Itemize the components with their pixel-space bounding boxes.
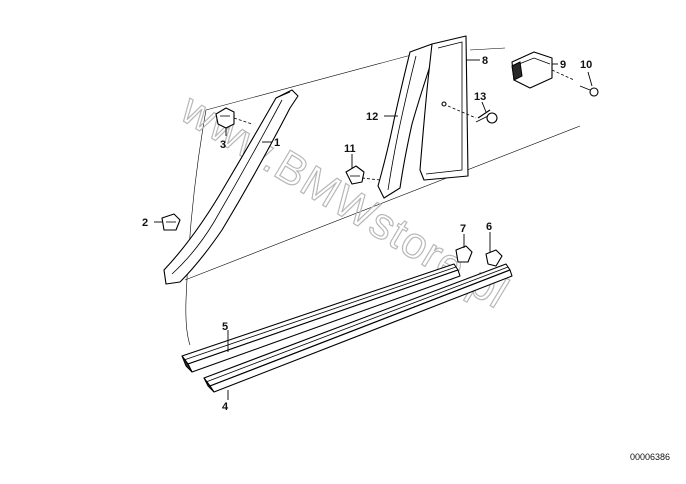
sill-strip-4 <box>203 263 513 393</box>
callout-1: 1 <box>274 137 280 149</box>
a-pillar-trim <box>163 89 299 285</box>
clip-2 <box>161 213 181 231</box>
callout-7: 7 <box>460 223 466 235</box>
leader-lines <box>154 59 593 400</box>
sill-strip-5 <box>181 263 461 373</box>
callout-4: 4 <box>222 401 229 413</box>
callout-6: 6 <box>486 221 492 233</box>
callout-3: 3 <box>220 139 226 151</box>
callout-11: 11 <box>344 143 356 155</box>
b-pillar-trim-front <box>377 43 435 199</box>
diagram-reference-code: 00006386 <box>630 452 670 462</box>
callout-8: 8 <box>482 55 488 67</box>
clip-11 <box>345 165 381 185</box>
bracket-9 <box>511 51 575 89</box>
callout-5: 5 <box>222 321 228 333</box>
clip-3 <box>215 107 253 129</box>
screw-13 <box>447 105 498 124</box>
callout-2: 2 <box>142 217 148 229</box>
callout-labels: 1 2 3 4 5 6 7 8 9 10 11 12 13 <box>142 55 592 413</box>
callout-13: 13 <box>474 91 486 103</box>
callout-9: 9 <box>560 59 566 71</box>
clip-6 <box>485 249 503 267</box>
b-pillar-trim-rear <box>419 35 469 181</box>
callout-10: 10 <box>580 59 592 71</box>
screw-10 <box>579 85 599 97</box>
callout-12: 12 <box>366 111 378 123</box>
